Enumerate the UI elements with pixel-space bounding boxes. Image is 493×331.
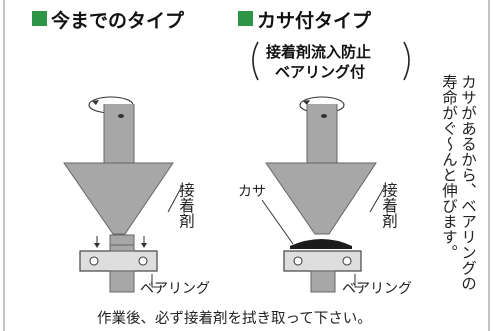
right-adhesive-label: 接着剤 bbox=[369, 182, 398, 230]
left-panel: 今までのタイプ 接着剤 bbox=[32, 9, 210, 297]
svg-text:接着剤: 接着剤 bbox=[177, 182, 195, 230]
subtitle-open-paren bbox=[252, 41, 259, 81]
left-router-bit bbox=[63, 104, 174, 246]
svg-text:ベアリング: ベアリング bbox=[342, 281, 412, 297]
right-subtitle-line1: 接着剤流入防止 bbox=[266, 43, 371, 61]
footer-note: 作業後、必ず接着剤を拭き取って下さい。 bbox=[97, 310, 372, 327]
side-note-line2: 寿命がぐ～んと伸びます。 bbox=[440, 74, 458, 260]
svg-text:ベアリング: ベアリング bbox=[140, 281, 210, 297]
side-note: カサがあるから、ベアリングの 寿命がぐ～んと伸びます。 bbox=[440, 74, 477, 291]
left-adhesive-label: 接着剤 bbox=[167, 182, 195, 230]
left-bearing bbox=[79, 244, 158, 293]
right-cap bbox=[290, 239, 352, 249]
right-panel-title: カサ付タイプ bbox=[257, 9, 372, 32]
right-cap-label: カサ bbox=[238, 184, 294, 245]
right-title-square-icon bbox=[238, 11, 253, 26]
right-subtitle-line2: ベアリング付 bbox=[275, 63, 365, 81]
svg-text:カサ: カサ bbox=[238, 184, 266, 200]
svg-text:接着剤: 接着剤 bbox=[380, 182, 398, 230]
subtitle-close-paren bbox=[403, 41, 410, 81]
left-bearing-label: ベアリング bbox=[140, 274, 210, 297]
right-panel: カサ付タイプ 接着剤流入防止 ベアリング付 カサ 接着剤 bbox=[238, 9, 412, 297]
left-drip-arrows-icon bbox=[94, 236, 147, 248]
right-bearing bbox=[283, 250, 362, 293]
left-title-square-icon bbox=[32, 11, 47, 26]
side-note-line1: カサがあるから、ベアリングの bbox=[459, 74, 477, 291]
right-bearing-label: ベアリング bbox=[342, 274, 412, 297]
right-router-bit bbox=[265, 104, 377, 235]
left-panel-title: 今までのタイプ bbox=[50, 9, 185, 32]
